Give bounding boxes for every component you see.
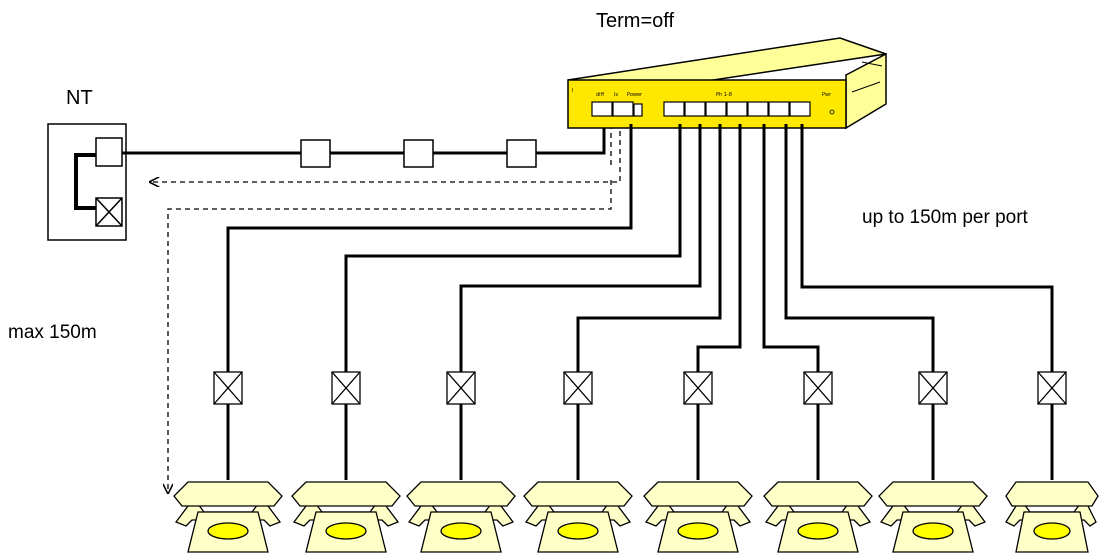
phone-icon [763, 481, 873, 553]
hub-port [789, 101, 811, 117]
hub-port [633, 103, 643, 117]
phone-icon [406, 481, 516, 553]
wall-socket-7 [918, 371, 948, 405]
phone-icon [643, 481, 753, 553]
phone-icon [173, 481, 283, 553]
svg-text:Pwr: Pwr [822, 92, 832, 98]
s0-bus-line [122, 120, 606, 168]
nt-box [47, 123, 127, 241]
svg-text:Ph 1-8: Ph 1-8 [716, 92, 732, 98]
hub-port [726, 101, 748, 117]
wall-socket-5 [683, 371, 713, 405]
hub-port [684, 101, 706, 117]
hub-port [705, 101, 727, 117]
bus-socket [403, 139, 434, 168]
wall-socket-1 [213, 371, 243, 405]
svg-text:diff: diff [596, 92, 605, 98]
hub-port [747, 101, 769, 117]
wall-socket-8 [1037, 371, 1067, 405]
phone-icon [523, 481, 633, 553]
term-label: Term=off [596, 10, 674, 32]
port-cables [226, 124, 1054, 480]
phone-sockets [213, 371, 1067, 405]
svg-text:Power: Power [627, 92, 643, 98]
bus-socket [506, 139, 537, 168]
hub-port [768, 101, 790, 117]
svg-text:ls: ls [614, 92, 618, 98]
isdn-hub: diff ls Power Ph 1-8 Pwr I [567, 37, 887, 130]
phones [173, 481, 1099, 553]
bus-socket [300, 139, 331, 168]
wall-socket-4 [563, 371, 593, 405]
hub-port [612, 101, 634, 117]
phone-icon [1005, 481, 1099, 553]
hub-port [663, 101, 685, 117]
distance-arrows [150, 122, 621, 493]
wall-socket-2 [331, 371, 361, 405]
phone-icon [291, 481, 401, 553]
wall-socket-3 [446, 371, 476, 405]
power-led [829, 109, 835, 115]
svg-text:I: I [572, 88, 573, 94]
max-length-label: max 150m [8, 322, 97, 343]
phone-icon [878, 481, 988, 553]
wall-socket-6 [803, 371, 833, 405]
hub-port [591, 101, 613, 117]
nt-label: NT [66, 87, 93, 109]
nt-s-port [95, 137, 123, 167]
per-port-label: up to 150m per port [862, 207, 1028, 228]
